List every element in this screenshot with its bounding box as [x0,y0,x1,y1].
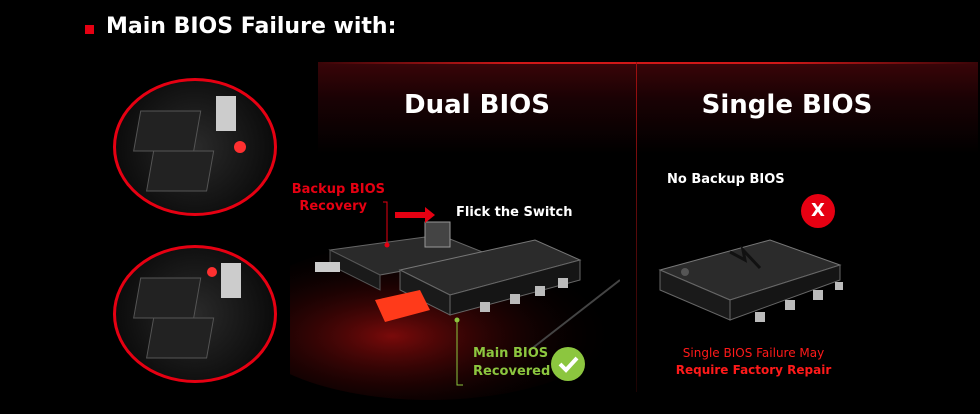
single-failure-line2: Require Factory Repair [675,363,832,377]
backup-bios-label-line2: Recovery [299,199,367,214]
bullet-icon [85,25,94,34]
no-backup-label: No Backup BIOS [667,172,785,187]
single-chip-illustration [658,239,843,322]
dual-bios-title: Dual BIOS [404,90,550,120]
single-bios-title: Single BIOS [701,90,873,120]
backup-bios-label-line1: Backup BIOS [291,182,385,197]
board-photo-bottom [113,245,277,383]
chip-photo-icon [133,263,241,359]
page-heading: Main BIOS Failure with: [106,14,397,39]
main-bios-recovered-line2: Recovered [473,364,551,379]
single-failure-line1: Single BIOS Failure May [682,346,825,360]
column-divider [636,62,637,392]
x-fail-icon: X [801,194,835,228]
chip-photo-icon [133,96,246,192]
header-line [318,62,978,64]
flick-switch-label: Flick the Switch [456,205,573,220]
main-bios-recovered-line1: Main BIOS [473,346,549,361]
comparison-header [318,62,978,154]
dual-chip-illustration [290,201,620,400]
board-photo-top [113,78,277,216]
check-icon [551,347,585,381]
